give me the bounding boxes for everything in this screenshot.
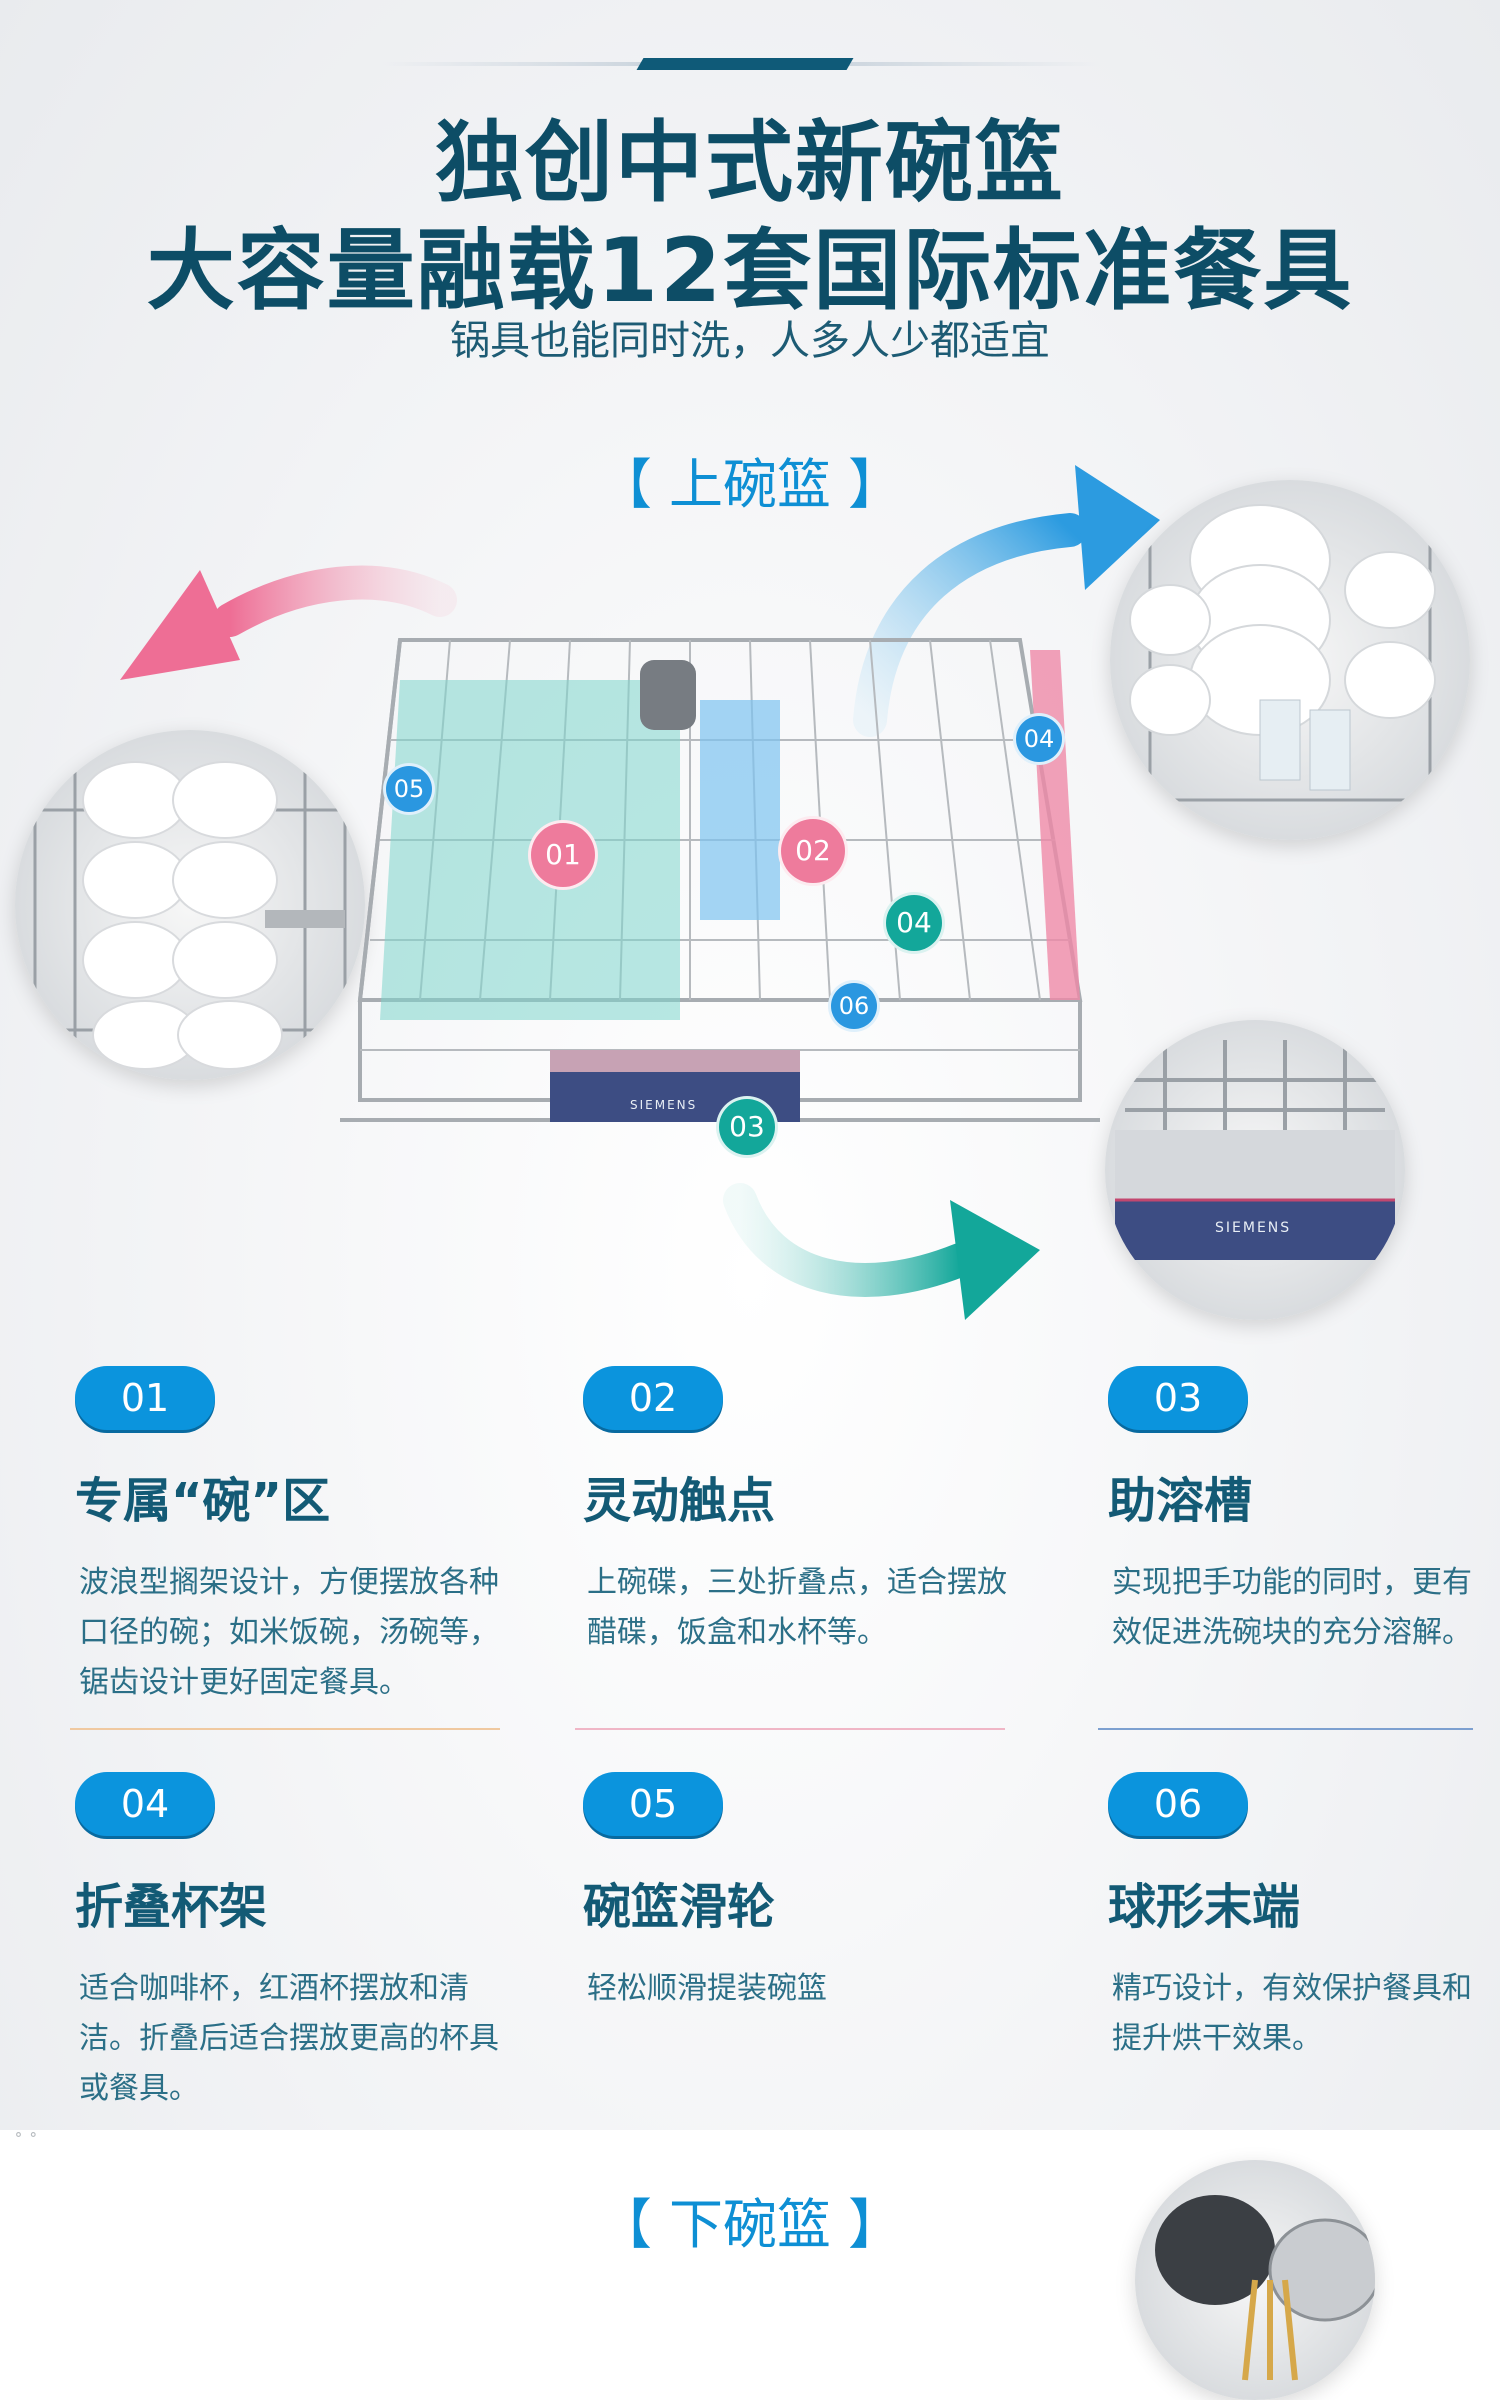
page-title-line1: 独创中式新碗篮: [434, 111, 1065, 214]
cups-closeup-image: [1110, 480, 1470, 840]
handle-closeup-image: SIEMENS: [1105, 1020, 1405, 1320]
divider-blue: [1098, 1728, 1473, 1730]
arrow-left-pink-icon: [120, 565, 457, 680]
handle-brand-text: SIEMENS: [1215, 1220, 1292, 1236]
feature-number-badge: 02: [583, 1366, 723, 1430]
feature-description: 精巧设计，有效保护餐具和提升烘干效果。: [1112, 1971, 1472, 2056]
upper-basket-label: 【 上碗篮 】: [597, 453, 903, 516]
feature-description: 适合咖啡杯，红酒杯摆放和清洁。折叠后适合摆放更高的杯具或餐具。: [79, 1971, 499, 2106]
feature-number-badge: 01: [75, 1366, 215, 1430]
lower-basket-label: 【 下碗篮 】: [597, 2193, 903, 2256]
callout-06: 06: [828, 980, 880, 1032]
feature-number-badge: 03: [1108, 1366, 1248, 1430]
feature-title: 碗篮滑轮: [583, 1879, 776, 1935]
bowls-closeup-image: [15, 730, 365, 1080]
feature-number-badge: 05: [583, 1772, 723, 1836]
hero-illustration: SIEMENS: [0, 460, 1500, 1340]
feature-title: 专属“碗”区: [75, 1473, 331, 1529]
arrow-right-teal-icon: [723, 1183, 1040, 1320]
rack-brand-text: SIEMENS: [630, 1098, 698, 1112]
callout-05: 05: [383, 763, 435, 815]
feature-description: 轻松顺滑提装碗篮: [587, 1971, 827, 2006]
feature-title: 折叠杯架: [75, 1879, 268, 1935]
divider-pink: [575, 1728, 1005, 1730]
feature-title: 球形末端: [1108, 1879, 1301, 1935]
hero-arrows: [120, 465, 1160, 1320]
pots-closeup-image: [1135, 2160, 1375, 2400]
callout-01: 01: [528, 820, 598, 890]
feature-number-badge: 04: [75, 1772, 215, 1836]
feature-title: 灵动触点: [583, 1473, 776, 1529]
callout-03: 03: [716, 1096, 778, 1158]
page-subtitle: 锅具也能同时洗，人多人少都适宜: [450, 318, 1050, 364]
decorative-dots: ˚ ˚: [14, 2132, 38, 2153]
upper-rack-image: SIEMENS: [340, 580, 1120, 1180]
callout-04-teal: 04: [883, 892, 945, 954]
feature-description: 上碗碟，三处折叠点，适合摆放醋碟，饭盒和水杯等。: [587, 1565, 1007, 1650]
feature-number-badge: 06: [1108, 1772, 1248, 1836]
feature-description: 实现把手功能的同时，更有效促进洗碗块的充分溶解。: [1112, 1565, 1472, 1650]
divider-orange: [70, 1728, 500, 1730]
arrow-right-blue-icon: [853, 465, 1160, 737]
callout-02: 02: [778, 816, 848, 886]
feature-description: 波浪型搁架设计，方便摆放各种口径的碗；如米饭碗，汤碗等，锯齿设计更好固定餐具。: [79, 1565, 499, 1700]
callout-04-blue: 04: [1013, 713, 1065, 765]
top-rule-accent: [636, 58, 854, 70]
page-title-line2: 大容量融载12套国际标准餐具: [146, 219, 1354, 322]
feature-title: 助溶槽: [1108, 1473, 1253, 1529]
